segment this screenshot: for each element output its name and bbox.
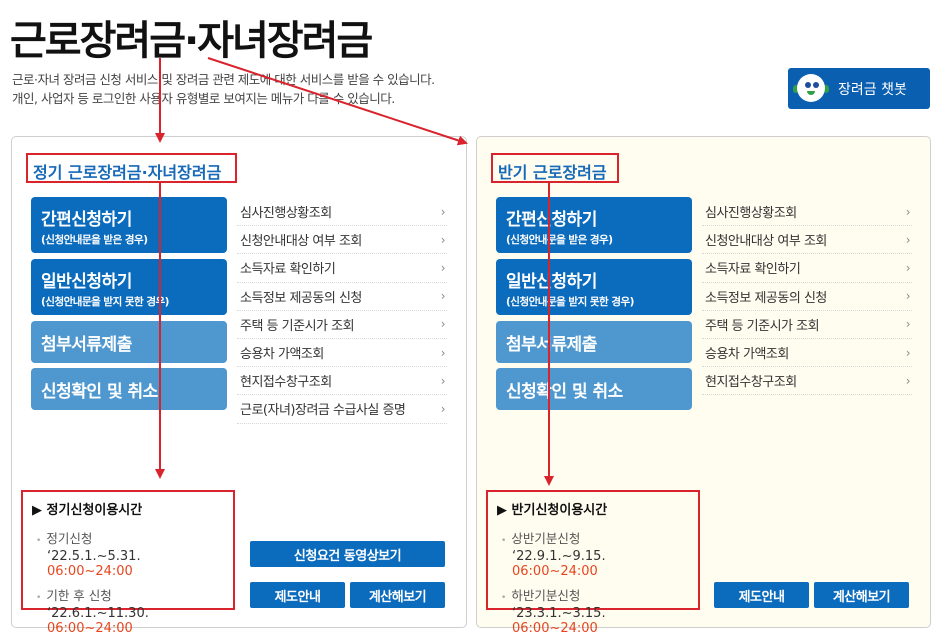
menu-item-notice-target[interactable]: 신청안내대상 여부 조회› <box>702 226 912 255</box>
submit-documents-label: 첨부서류제출 <box>41 334 132 355</box>
menu-item-income-data[interactable]: 소득자료 확인하기› <box>702 254 912 283</box>
simple-apply-label: 간편신청하기 <box>506 210 597 230</box>
check-cancel-button[interactable]: 신청확인 및 취소 <box>496 368 692 410</box>
simple-apply-sublabel: (신청안내문을 받은 경우) <box>41 234 148 246</box>
description-line-2: 개인, 사업자 등 로그인한 사용자 유형별로 보여지는 메뉴가 다를 수 있습… <box>12 91 395 106</box>
general-apply-sublabel: (신청안내문을 받지 못한 경우) <box>41 296 169 308</box>
regular-time-title: ▶ 정기신청이용시간 <box>32 503 143 518</box>
requirements-video-button[interactable]: 신청요건 동영상보기 <box>250 541 445 567</box>
chatbot-label: 장려금 챗봇 <box>838 81 907 98</box>
menu-item-car-value[interactable]: 승용차 가액조회› <box>702 339 912 368</box>
chevron-right-icon: › <box>440 289 446 304</box>
chevron-right-icon: › <box>440 260 446 275</box>
time-entry-label: 상반기분신청 <box>501 528 689 547</box>
chevron-right-icon: › <box>905 345 911 360</box>
chevron-right-icon: › <box>440 317 446 332</box>
chevron-right-icon: › <box>905 289 911 304</box>
chevron-right-icon: › <box>440 401 446 416</box>
time-entry-value: ‘22.5.1.~5.31. 06:00~24:00 <box>47 549 141 579</box>
system-guide-button[interactable]: 제도안내 <box>250 582 345 608</box>
time-entry-label: 하반기분신청 <box>501 585 689 604</box>
simple-apply-label: 간편신청하기 <box>41 210 132 230</box>
calculate-button[interactable]: 계산해보기 <box>350 582 445 608</box>
chevron-right-icon: › <box>905 232 911 247</box>
panel-title-half-year: 반기 근로장려금 <box>491 153 619 183</box>
description-line-1: 근로·자녀 장려금 신청 서비스 및 장려금 관련 제도에 대한 서비스를 받을… <box>12 72 435 87</box>
page-description: 근로·자녀 장려금 신청 서비스 및 장려금 관련 제도에 대한 서비스를 받을… <box>12 70 435 108</box>
menu-item-local-office[interactable]: 현지접수창구조회› <box>702 367 912 396</box>
menu-item-income-consent[interactable]: 소득정보 제공동의 신청› <box>237 283 447 311</box>
menu-item-income-consent[interactable]: 소득정보 제공동의 신청› <box>702 283 912 311</box>
chevron-right-icon: › <box>440 373 446 388</box>
time-entry-label: 기한 후 신청 <box>36 585 224 604</box>
general-apply-button[interactable]: 일반신청하기 (신청안내문을 받지 못한 경우) <box>496 259 692 315</box>
general-apply-label: 일반신청하기 <box>41 272 132 292</box>
chevron-right-icon: › <box>440 204 446 219</box>
regular-incentive-panel: 정기 근로장려금·자녀장려금 간편신청하기 (신청안내문을 받은 경우) 일반신… <box>11 136 467 636</box>
simple-apply-sublabel: (신청안내문을 받은 경우) <box>506 234 613 246</box>
menu-item-notice-target[interactable]: 신청안내대상 여부 조회› <box>237 226 447 255</box>
general-apply-label: 일반신청하기 <box>506 272 597 292</box>
panel-title-regular: 정기 근로장려금·자녀장려금 <box>26 153 237 183</box>
regular-time-box: ▶ 정기신청이용시간 정기신청 ‘22.5.1.~5.31. 06:00~24:… <box>21 490 235 636</box>
menu-item-car-value[interactable]: 승용차 가액조회› <box>237 339 447 368</box>
general-apply-button[interactable]: 일반신청하기 (신청안내문을 받지 못한 경우) <box>31 259 227 315</box>
half-year-time-title: ▶ 반기신청이용시간 <box>497 503 608 518</box>
menu-item-house-price[interactable]: 주택 등 기준시가 조회› <box>702 311 912 339</box>
chevron-right-icon: › <box>905 204 911 219</box>
submit-documents-button[interactable]: 첨부서류제출 <box>31 321 227 363</box>
menu-item-house-price[interactable]: 주택 등 기준시가 조회› <box>237 311 447 339</box>
chevron-right-icon: › <box>440 345 446 360</box>
menu-item-receipt-certificate[interactable]: 근로(자녀)장려금 수급사실 증명› <box>237 395 447 424</box>
check-cancel-label: 신청확인 및 취소 <box>506 381 623 402</box>
chevron-right-icon: › <box>905 260 911 275</box>
right-side-menu: 심사진행상황조회› 신청안내대상 여부 조회› 소득자료 확인하기› 소득정보 … <box>702 198 912 396</box>
menu-item-income-data[interactable]: 소득자료 확인하기› <box>237 254 447 283</box>
left-side-menu: 심사진행상황조회› 신청안내대상 여부 조회› 소득자료 확인하기› 소득정보 … <box>237 198 447 424</box>
general-apply-sublabel: (신청안내문을 받지 못한 경우) <box>506 296 634 308</box>
time-entry-value: ‘22.6.1.~11.30. 06:00~24:00 <box>47 606 149 636</box>
chatbot-icon <box>792 70 830 108</box>
time-entry-value: ‘23.3.1.~3.15. 06:00~24:00 <box>512 606 606 636</box>
simple-apply-button[interactable]: 간편신청하기 (신청안내문을 받은 경우) <box>31 197 227 253</box>
chevron-right-icon: › <box>905 317 911 332</box>
chevron-right-icon: › <box>905 373 911 388</box>
page-title: 근로장려금·자녀장려금 <box>10 18 373 64</box>
chevron-right-icon: › <box>440 232 446 247</box>
half-year-time-box: ▶ 반기신청이용시간 상반기분신청 ‘22.9.1.~9.15. 06:00~2… <box>486 490 700 636</box>
submit-documents-label: 첨부서류제출 <box>506 334 597 355</box>
menu-item-review-status[interactable]: 심사진행상황조회› <box>702 198 912 227</box>
chatbot-button[interactable]: 장려금 챗봇 <box>788 68 930 109</box>
system-guide-button[interactable]: 제도안내 <box>714 582 809 608</box>
check-cancel-label: 신청확인 및 취소 <box>41 381 158 402</box>
time-entry-value: ‘22.9.1.~9.15. 06:00~24:00 <box>512 549 606 579</box>
calculate-button[interactable]: 계산해보기 <box>814 582 909 608</box>
time-entry-label: 정기신청 <box>36 528 224 547</box>
menu-item-local-office[interactable]: 현지접수창구조회› <box>237 367 447 396</box>
simple-apply-button[interactable]: 간편신청하기 (신청안내문을 받은 경우) <box>496 197 692 253</box>
half-year-incentive-panel: 반기 근로장려금 간편신청하기 (신청안내문을 받은 경우) 일반신청하기 (신… <box>476 136 931 636</box>
menu-item-review-status[interactable]: 심사진행상황조회› <box>237 198 447 227</box>
check-cancel-button[interactable]: 신청확인 및 취소 <box>31 368 227 410</box>
submit-documents-button[interactable]: 첨부서류제출 <box>496 321 692 363</box>
